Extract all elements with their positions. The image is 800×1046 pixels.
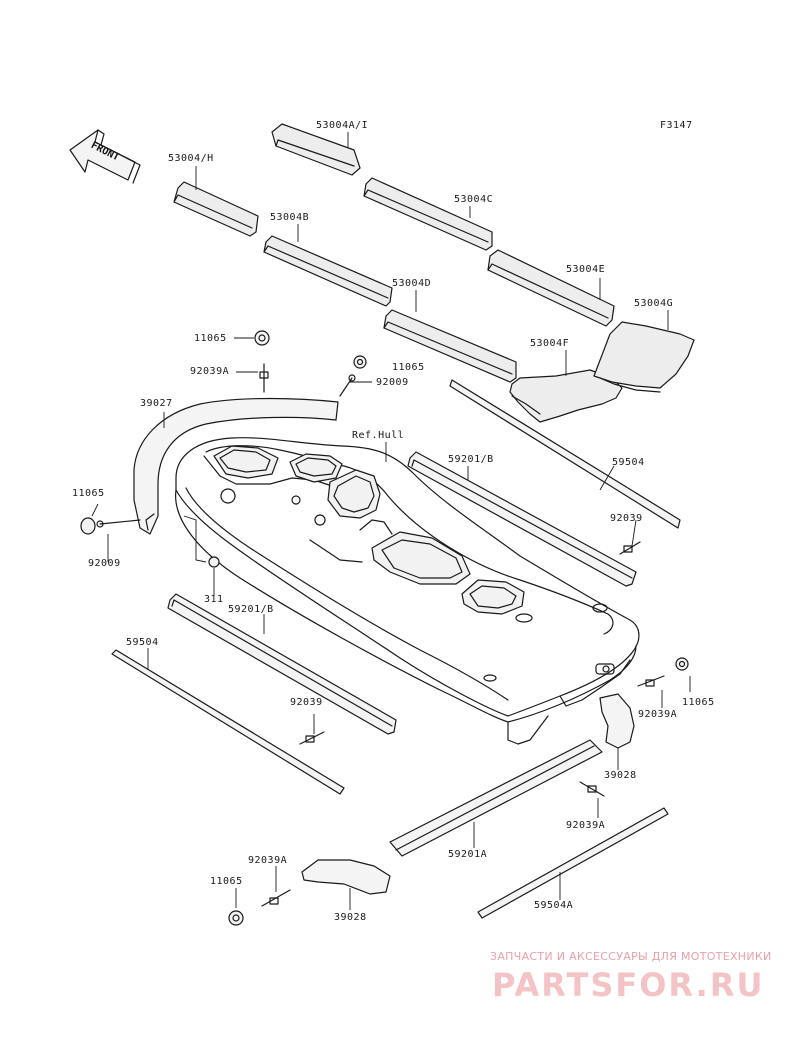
label-92039a-b: 92039A — [638, 709, 678, 720]
label-53004b: 53004B — [270, 212, 310, 223]
label-11065-d: 11065 — [682, 697, 715, 708]
label-53004a-i: 53004A/I — [316, 120, 369, 131]
label-11065-a: 11065 — [194, 333, 227, 344]
label-59504-b: 59504 — [126, 637, 159, 648]
mat-53004d — [383, 309, 517, 383]
label-59504-a: 59504 — [612, 457, 645, 468]
bumper-39028-b — [301, 859, 391, 895]
bolt-92039-icon — [619, 541, 641, 555]
bolt-92009-icon — [96, 519, 141, 528]
label-59201b-a: 59201/B — [448, 454, 494, 465]
bolt-92039a-icon — [261, 889, 291, 907]
mat-53004a-i — [271, 123, 361, 176]
bolt-92039a-icon — [579, 781, 605, 797]
label-11065-e: 11065 — [210, 876, 243, 887]
label-53004-h: 53004/H — [168, 153, 214, 164]
mat-53004c — [363, 177, 493, 251]
label-53004g: 53004G — [634, 298, 674, 309]
label-92039a-a: 92039A — [190, 366, 230, 377]
watermark-tagline: ЗАПЧАСТИ И АКСЕССУАРЫ ДЛЯ МОТОТЕХНИКИ — [490, 950, 772, 963]
bumper-39027 — [133, 397, 339, 535]
front-arrow-icon — [69, 129, 141, 184]
rail-59201a — [389, 739, 603, 857]
nut-11065-icon — [675, 657, 689, 671]
bolt-92009-icon — [339, 374, 356, 397]
nut-311-icon — [208, 556, 220, 568]
label-92009-a: 92009 — [376, 377, 409, 388]
hull — [175, 437, 640, 745]
mat-53004f — [509, 369, 623, 423]
label-92039a-c: 92039A — [566, 820, 606, 831]
nut-11065-icon — [353, 355, 367, 369]
nut-11065-icon — [254, 330, 270, 346]
label-59201a: 59201A — [448, 849, 488, 860]
nut-11065-icon — [80, 517, 96, 535]
label-39028-b: 39028 — [334, 912, 367, 923]
label-92039-a: 92039 — [610, 513, 643, 524]
label-ref-hull: Ref.Hull — [352, 430, 405, 441]
label-92039a-d: 92039A — [248, 855, 288, 866]
rail-59201b-a — [407, 451, 637, 587]
mat-53004g — [593, 321, 695, 393]
label-39028-a: 39028 — [604, 770, 637, 781]
label-53004e: 53004E — [566, 264, 606, 275]
mat-53004b — [263, 235, 393, 307]
rail-59504a — [477, 807, 669, 919]
bolt-92039-icon — [299, 731, 325, 745]
label-11065-c: 11065 — [72, 488, 105, 499]
diagram-id: F3147 — [660, 120, 693, 131]
nut-11065-icon — [228, 910, 244, 926]
label-39027: 39027 — [140, 398, 173, 409]
label-53004c: 53004C — [454, 194, 494, 205]
leader-lines — [91, 132, 691, 910]
bolt-92039a-icon — [637, 675, 665, 687]
label-59504a: 59504A — [534, 900, 574, 911]
label-11065-b: 11065 — [392, 362, 425, 373]
label-53004d: 53004D — [392, 278, 432, 289]
label-311: 311 — [204, 594, 224, 605]
mat-53004h — [173, 181, 259, 237]
label-92009-b: 92009 — [88, 558, 121, 569]
rail-59504-b — [111, 649, 345, 795]
label-59201b-b: 59201/B — [228, 604, 274, 615]
bolt-92039a-icon — [259, 363, 269, 393]
mat-53004e — [487, 249, 615, 327]
watermark-logo: PARTSFOR.RU — [492, 966, 765, 1004]
label-92039-b: 92039 — [290, 697, 323, 708]
rail-59504-a — [449, 379, 681, 529]
label-53004f: 53004F — [530, 338, 570, 349]
bumper-39028-a — [599, 693, 635, 749]
rail-59201b-b — [167, 593, 397, 735]
